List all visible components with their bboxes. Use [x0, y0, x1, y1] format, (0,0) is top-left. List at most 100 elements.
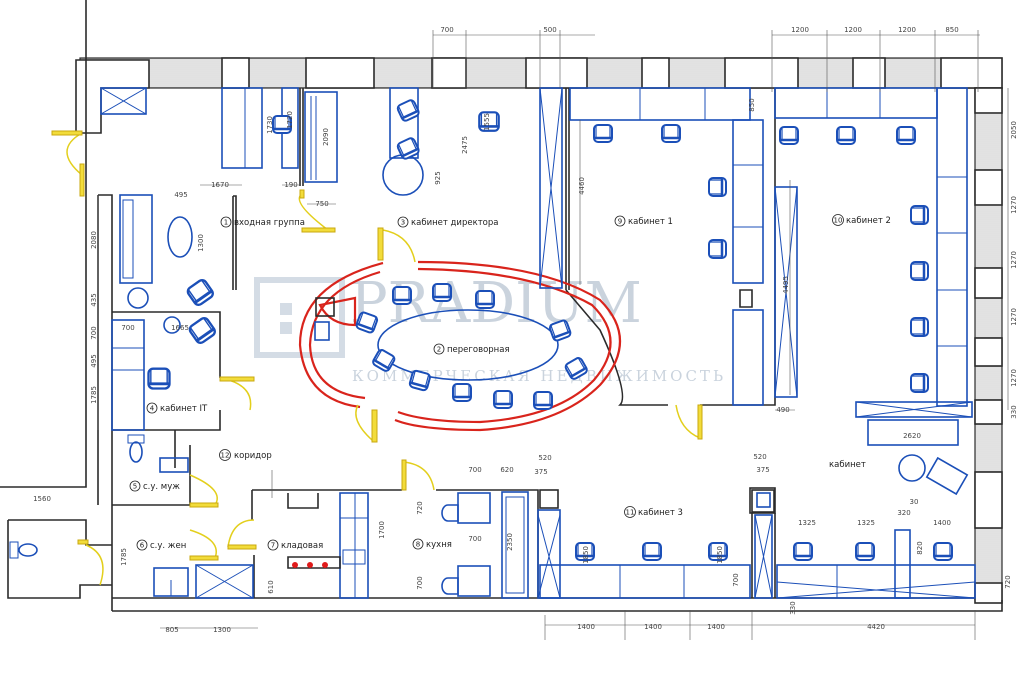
dimension-label: 4420	[867, 623, 885, 631]
dimension-label: 1200	[898, 26, 916, 34]
chair-icon	[854, 541, 876, 562]
corner-pillar	[75, 59, 150, 134]
dimension-label: 620	[500, 466, 513, 474]
coffee-table	[898, 454, 926, 482]
sofa	[119, 194, 153, 284]
table	[457, 565, 491, 597]
desk-row	[539, 564, 751, 599]
dimension-label: 850	[748, 98, 756, 111]
room-name: переговорная	[447, 345, 510, 355]
kitchen-unit	[339, 492, 369, 599]
hob-burner	[322, 562, 328, 568]
dimension-labels: 700 500 1200 1200 1200 850 1670 190 750 …	[33, 26, 1018, 634]
dimension-lines	[97, 30, 1009, 640]
dimension-label: 2090	[322, 128, 330, 146]
dimension-label: 1850	[716, 546, 724, 564]
dimension-label: 375	[534, 468, 547, 476]
hob-burner	[292, 562, 298, 568]
dimension-label: 805	[165, 626, 178, 634]
hob-burner	[307, 562, 313, 568]
watermark-tagline: КОММЕРЧЕСКАЯ НЕДВИЖИМОСТЬ	[352, 367, 726, 385]
chair-icon	[492, 389, 514, 410]
room-name: кабинет 1	[628, 217, 673, 227]
dimension-label: 1700	[378, 521, 386, 539]
dimension-label: 820	[916, 541, 924, 554]
dimension-label: 495	[90, 354, 98, 367]
door-leaf	[79, 163, 85, 197]
dimension-label: 2475	[461, 136, 469, 154]
dimension-label: 700	[732, 573, 740, 586]
dimension-label: 495	[174, 191, 187, 199]
dimension-label: 850	[945, 26, 958, 34]
dimension-label: 1670	[211, 181, 229, 189]
dimension-label: 700	[440, 26, 453, 34]
chair-icon	[641, 541, 663, 562]
coffee-table	[167, 216, 193, 258]
chair-icon	[707, 176, 728, 198]
room-name: входная группа	[234, 218, 305, 228]
round-table	[382, 154, 424, 196]
chair-icon	[909, 260, 930, 282]
counter	[501, 491, 529, 599]
sofa	[304, 91, 338, 183]
room-number: 10	[834, 217, 843, 225]
room-name: кабинет 2	[846, 216, 891, 226]
pillar	[525, 57, 588, 89]
dimension-label: 1300	[197, 234, 205, 252]
chair-icon	[395, 97, 422, 124]
dimension-label: 4495	[782, 276, 790, 294]
chair-icon	[407, 368, 433, 393]
interior-walls	[112, 88, 776, 598]
pillar	[641, 57, 670, 89]
dimension-label: 700	[121, 324, 134, 332]
dimension-label: 2080	[90, 231, 98, 249]
chair-icon	[909, 204, 930, 226]
chair-icon	[909, 316, 930, 338]
doors	[51, 130, 703, 586]
room-number: 2	[437, 346, 441, 354]
dimension-label: 1325	[798, 519, 816, 527]
chair-icon	[835, 125, 857, 146]
dimension-label: 320	[897, 509, 910, 517]
chair-icon	[592, 123, 614, 144]
dimension-label: 1730	[266, 116, 274, 134]
watermark-logo-mark	[280, 303, 292, 315]
room-number: 8	[416, 541, 420, 549]
dimension-label: 1665	[171, 324, 189, 332]
pillar	[974, 87, 1003, 114]
dimension-label: 1200	[791, 26, 809, 34]
dimension-label: 2620	[903, 432, 921, 440]
dimension-label: 1400	[644, 623, 662, 631]
room-number: 9	[618, 218, 622, 226]
desk-row	[774, 87, 938, 119]
room-number: 4	[150, 405, 155, 413]
pillar	[974, 582, 1003, 604]
dimension-label: 2050	[1010, 121, 1018, 139]
dimension-label: 700	[90, 326, 98, 339]
dimension-label: 700	[468, 466, 481, 474]
dimension-label: 330	[1010, 405, 1018, 418]
pillar	[974, 471, 1003, 529]
toilet	[129, 441, 143, 463]
room-name: с.у. жен	[150, 541, 186, 551]
desk-row	[569, 87, 751, 121]
chair-icon	[395, 135, 422, 162]
reception-desk	[221, 87, 263, 169]
armchair	[925, 456, 969, 496]
chair-icon	[391, 285, 413, 306]
pillar	[974, 169, 1003, 206]
dimension-label: 520	[753, 453, 766, 461]
dimension-label: 720	[416, 501, 424, 514]
pillar	[974, 267, 1003, 299]
desk-row	[776, 564, 976, 599]
sink	[159, 457, 189, 473]
chair-icon	[895, 125, 917, 146]
table	[457, 492, 491, 524]
outer-walls	[0, 0, 1003, 612]
